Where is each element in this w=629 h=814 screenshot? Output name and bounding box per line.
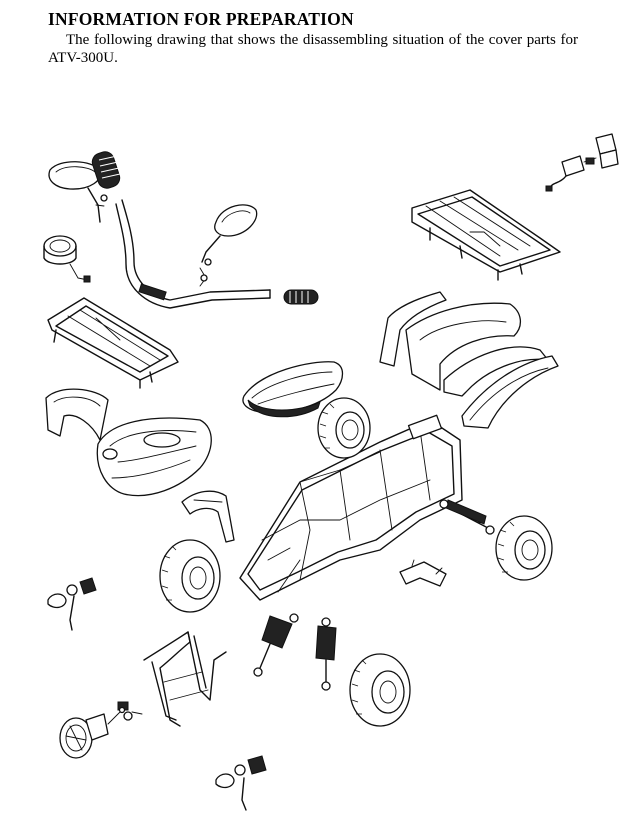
tail-light: [545, 133, 619, 192]
footrest-bracket: [399, 559, 447, 587]
vehicle-frame: [239, 414, 463, 601]
front-body-cover: [96, 417, 212, 497]
left-mirror: [48, 161, 105, 223]
front-shock-left: [253, 613, 299, 677]
rear-wheel-right: [495, 515, 553, 581]
speedometer: [43, 235, 91, 283]
intro-paragraph: The following drawing that shows the dis…: [48, 32, 578, 66]
front-wheel-left: [159, 539, 221, 613]
left-grip: [91, 151, 121, 189]
rear-wheel-top: [317, 397, 371, 459]
right-mirror: [201, 204, 258, 263]
fasteners: [100, 194, 212, 714]
rear-shock-absorber: [439, 499, 495, 535]
right-grip: [283, 289, 319, 305]
exploded-view-drawing: [0, 100, 629, 814]
turn-signal-left: [47, 577, 97, 631]
rear-rack: [411, 189, 561, 281]
turn-signal-bottom: [215, 755, 267, 811]
front-rack: [47, 297, 179, 389]
front-wheel-bottom: [349, 653, 411, 727]
front-bumper: [143, 631, 227, 727]
handlebar: [115, 199, 271, 309]
front-side-fender: [181, 490, 235, 543]
front-fender: [45, 388, 109, 441]
front-shock-right: [315, 617, 337, 691]
headlight: [59, 701, 143, 759]
section-heading: INFORMATION FOR PREPARATION: [48, 9, 354, 29]
rear-fender-set: [379, 291, 559, 429]
seat: [242, 361, 344, 418]
